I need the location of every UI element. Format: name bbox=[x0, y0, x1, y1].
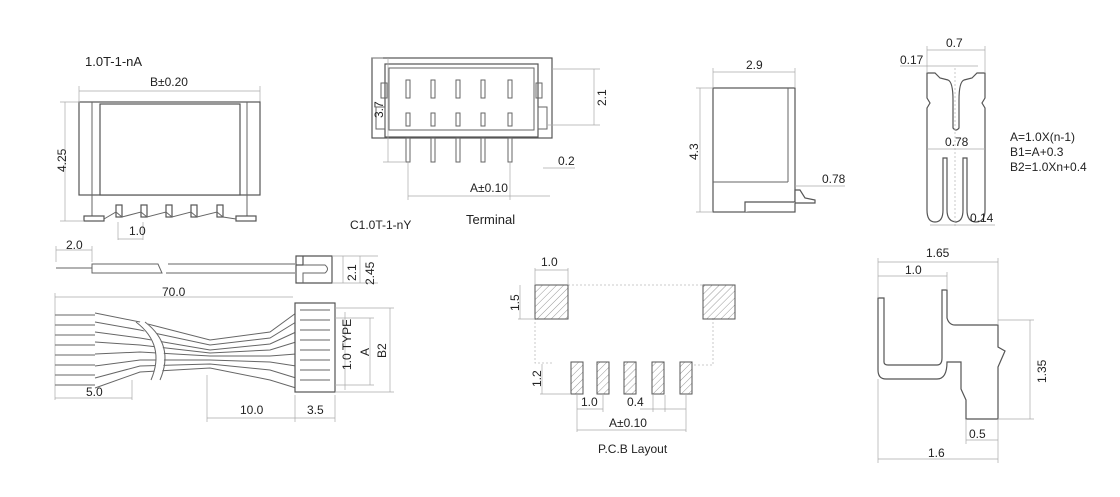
dim-height: 1.35 bbox=[1035, 359, 1049, 383]
dim-width: 0.7 bbox=[946, 36, 963, 50]
dim-width: 2.9 bbox=[746, 58, 763, 72]
dim-foot: 0.5 bbox=[969, 427, 986, 441]
dim-b2: B2 bbox=[375, 343, 389, 358]
dim-h2: 2.45 bbox=[363, 261, 377, 285]
wires bbox=[55, 312, 297, 389]
dim-tail: 0.78 bbox=[822, 172, 846, 186]
pcb-layout: 1.0 1.5 1.2 1.0 0.4 A±0.10 P.C.B Layout bbox=[508, 255, 736, 456]
front-view: 3.7 2.1 0.2 A±0.10 C1.0T-1-nY Terminal bbox=[350, 57, 609, 232]
dim-inner: 2.1 bbox=[595, 89, 609, 106]
dim-pin: 0.2 bbox=[558, 154, 575, 168]
dim-mid: 0.78 bbox=[945, 135, 969, 149]
dim-span: A±0.10 bbox=[609, 416, 647, 430]
mount-pad-right bbox=[702, 284, 736, 320]
dim-span: A±0.10 bbox=[470, 181, 508, 195]
terminal-view: 0.7 0.17 0.78 0.14 bbox=[900, 36, 995, 228]
signal-pad bbox=[596, 361, 610, 395]
front-view-label: C1.0T-1-nY bbox=[350, 218, 411, 232]
formula-a: A=1.0X(n-1) bbox=[1010, 130, 1075, 144]
dim-sig-w: 0.4 bbox=[627, 395, 644, 409]
side-view: 2.9 4.3 0.78 bbox=[687, 58, 846, 213]
cable-assembly: 2.0 2.1 2.45 70.0 bbox=[54, 238, 394, 422]
dim-length: 70.0 bbox=[162, 285, 186, 299]
dim-a: A bbox=[358, 348, 372, 356]
pcb-caption: P.C.B Layout bbox=[598, 442, 668, 456]
dim-housing: 3.5 bbox=[307, 403, 324, 417]
dim-pitch: 1.0 bbox=[129, 224, 146, 238]
dim-b: B±0.20 bbox=[150, 75, 188, 89]
dim-pad-h: 1.5 bbox=[508, 294, 522, 311]
dim-gap: 0.14 bbox=[970, 211, 994, 225]
housing bbox=[294, 302, 336, 393]
dim-h1: 2.1 bbox=[345, 264, 359, 281]
dim-height: 4.3 bbox=[687, 143, 701, 160]
signal-pad bbox=[623, 361, 637, 395]
dim-tip: 0.17 bbox=[900, 53, 924, 67]
profile-view: 1.65 1.0 1.35 0.5 1.6 bbox=[877, 246, 1049, 463]
signal-pad bbox=[651, 361, 665, 395]
dim-height: 4.25 bbox=[55, 148, 69, 172]
dim-pitch: 1.0 bbox=[581, 395, 598, 409]
dim-end: 5.0 bbox=[86, 385, 103, 399]
dim-type: 1.0 TYPE bbox=[340, 319, 354, 370]
formula-b2: B2=1.0Xn+0.4 bbox=[1010, 160, 1087, 174]
dim-total-bottom: 1.6 bbox=[928, 446, 945, 460]
dim-top: 1.0 bbox=[905, 263, 922, 277]
formula-b1: B1=A+0.3 bbox=[1010, 145, 1064, 159]
dim-strip: 2.0 bbox=[66, 238, 83, 252]
dim-total-top: 1.65 bbox=[926, 246, 950, 260]
top-view: 1.0T-1-nA B±0.20 4.25 1.0 bbox=[55, 54, 261, 240]
signal-pad bbox=[679, 361, 693, 395]
view-title: 1.0T-1-nA bbox=[85, 54, 142, 69]
signal-pad bbox=[570, 361, 584, 395]
dim-fan: 10.0 bbox=[240, 403, 264, 417]
dim-height: 3.7 bbox=[372, 101, 386, 118]
dim-pad-w: 1.0 bbox=[541, 255, 558, 269]
mount-pad-left bbox=[534, 284, 569, 320]
terminal-caption: Terminal bbox=[466, 212, 515, 227]
dim-sig-h: 1.2 bbox=[530, 370, 544, 387]
formula-block: A=1.0X(n-1) B1=A+0.3 B2=1.0Xn+0.4 bbox=[1010, 130, 1087, 174]
